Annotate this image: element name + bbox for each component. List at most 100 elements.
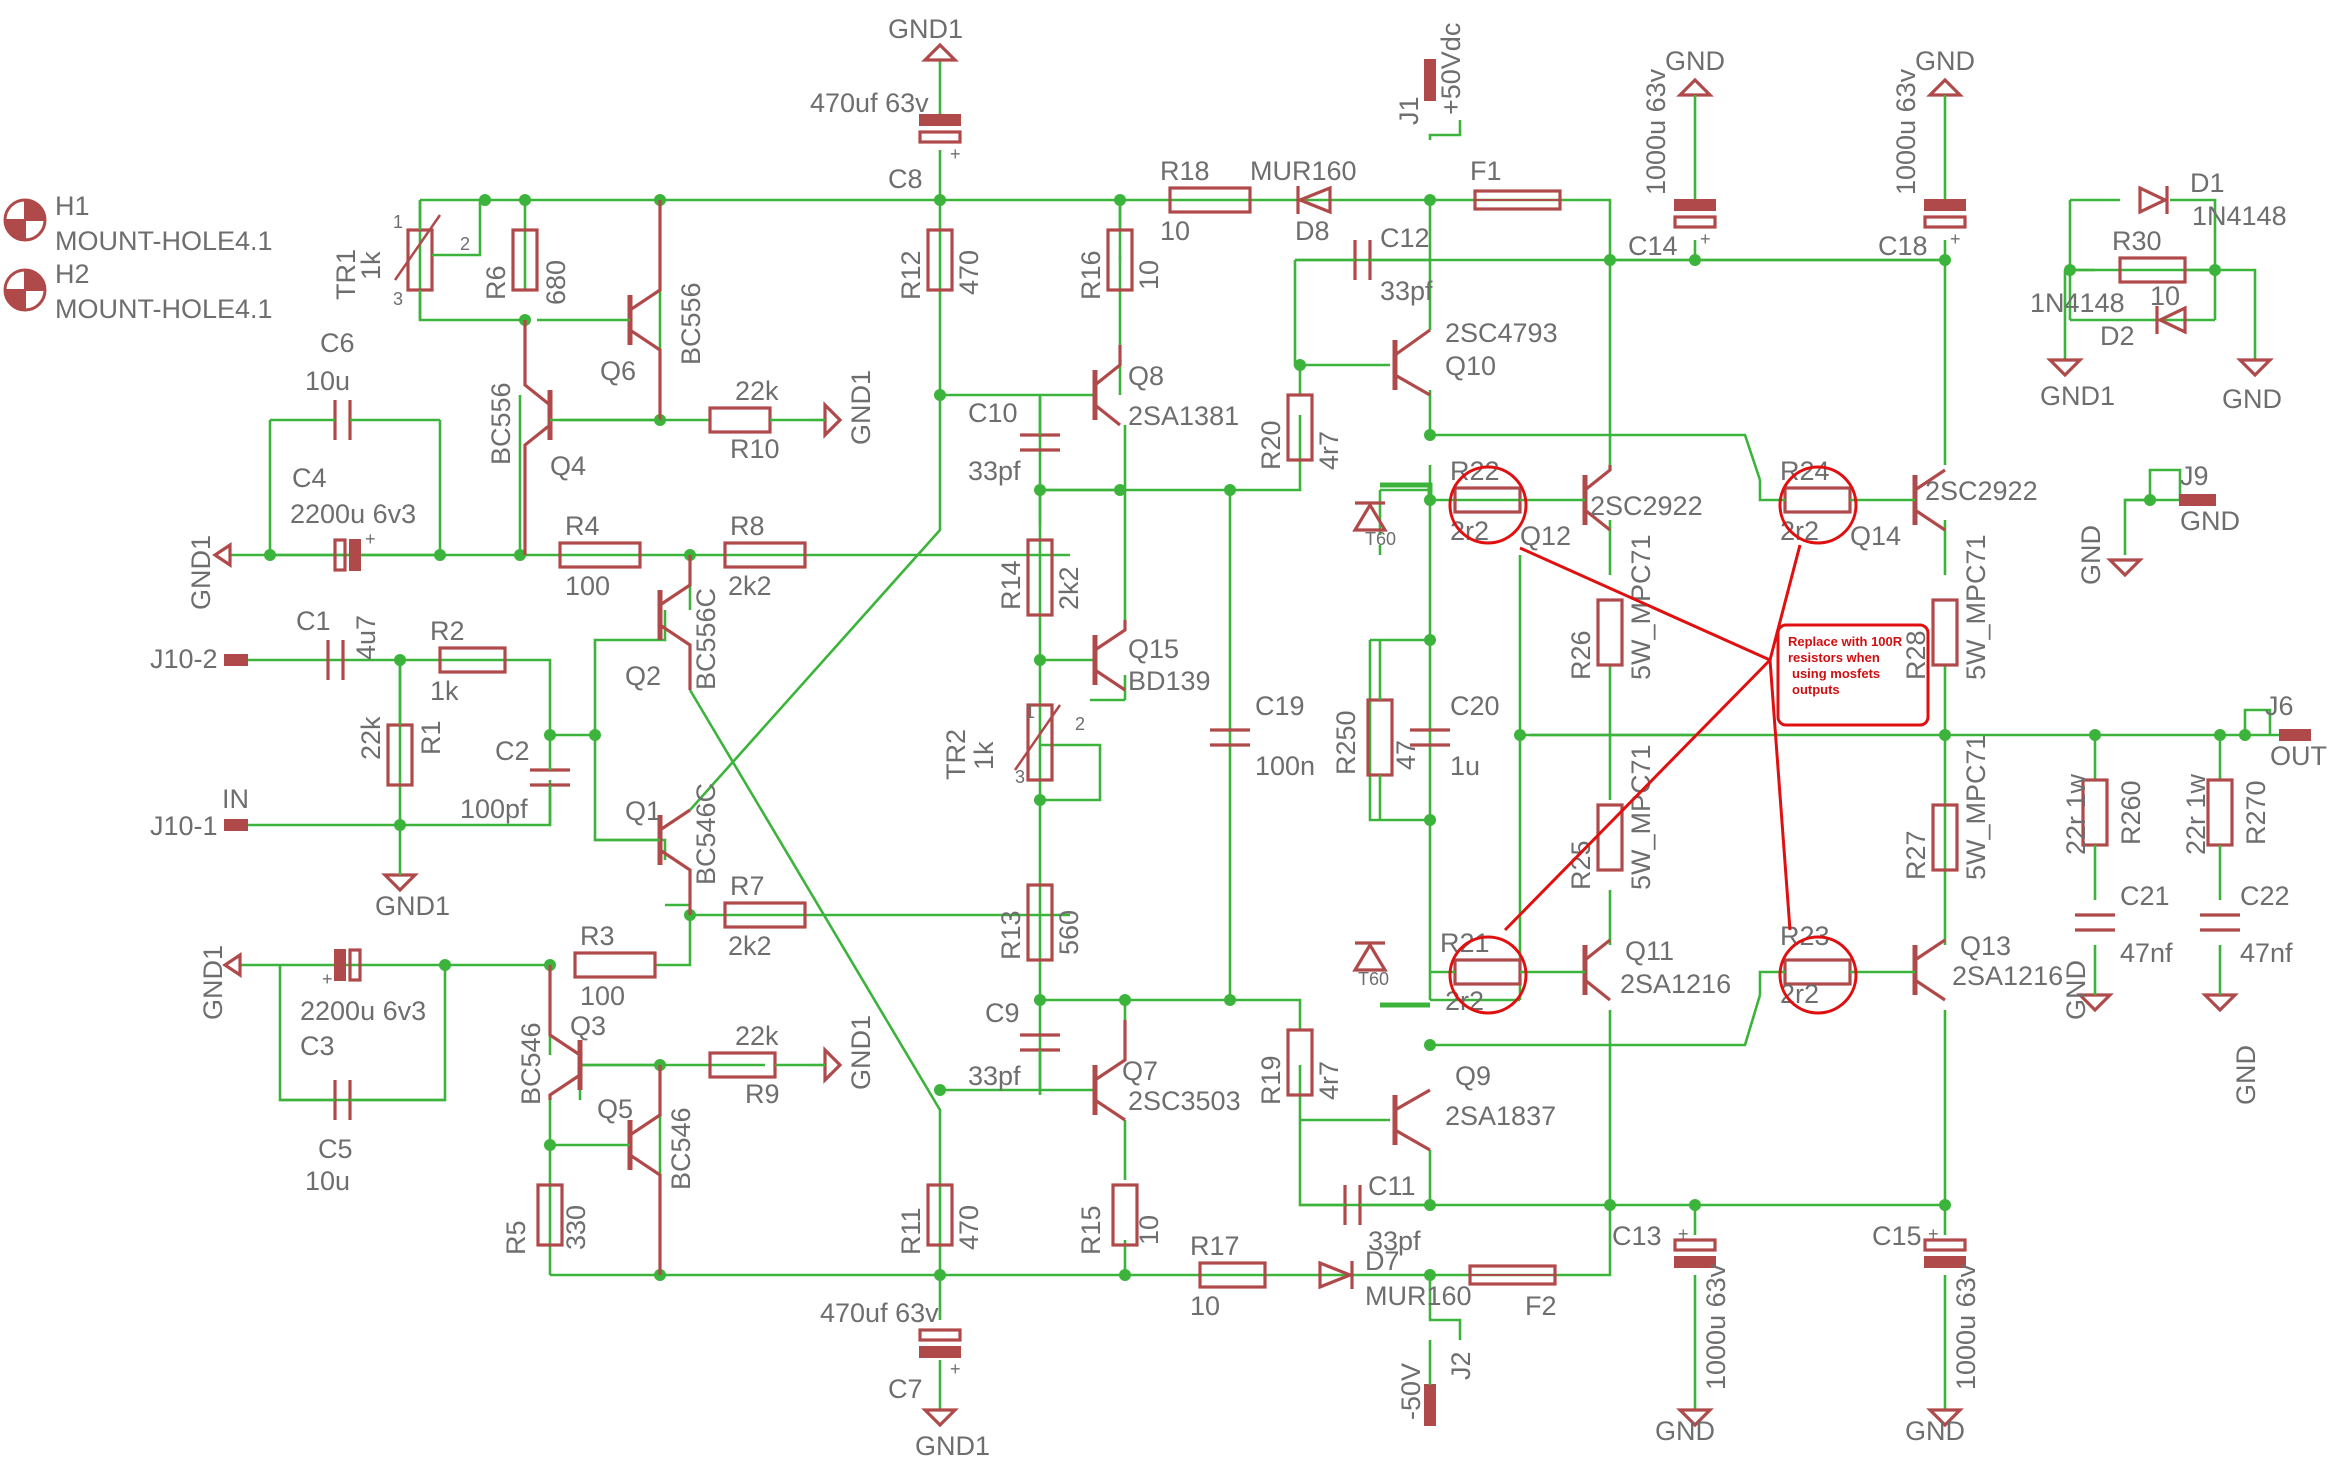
- svg-text:Q11: Q11: [1625, 936, 1674, 966]
- capacitor-c13: + C13 1000u 63v: [1612, 1221, 1731, 1390]
- svg-text:+: +: [950, 144, 961, 164]
- svg-text:680: 680: [541, 260, 571, 305]
- svg-text:560: 560: [1054, 910, 1084, 955]
- svg-text:2k2: 2k2: [1054, 566, 1084, 610]
- svg-text:J9: J9: [2180, 461, 2209, 491]
- svg-text:100pf: 100pf: [460, 794, 528, 824]
- connector-j10-1: J10-1 IN: [150, 784, 249, 841]
- transistor-q8: Q8 2SA1381: [1092, 345, 1239, 431]
- svg-text:47nf: 47nf: [2240, 938, 2293, 968]
- svg-text:Q7: Q7: [1122, 1056, 1158, 1086]
- svg-text:2SC2922: 2SC2922: [1925, 476, 2038, 506]
- svg-text:C1: C1: [296, 606, 331, 636]
- capacitor-c12: C12 33pf: [1295, 223, 1433, 306]
- gnd1-r9: GND1: [810, 1015, 876, 1090]
- svg-text:+: +: [1700, 229, 1711, 249]
- svg-text:R25: R25: [1566, 840, 1596, 890]
- svg-text:2SA1381: 2SA1381: [1128, 401, 1239, 431]
- svg-text:2SC4793: 2SC4793: [1445, 318, 1558, 348]
- svg-text:R1: R1: [416, 720, 446, 755]
- svg-text:C7: C7: [888, 1374, 923, 1404]
- svg-text:33pf: 33pf: [968, 1061, 1021, 1091]
- svg-text:C9: C9: [985, 998, 1020, 1028]
- svg-text:Q5: Q5: [597, 1094, 633, 1124]
- resistor-r2: R2 1k: [430, 616, 507, 706]
- resistor-r16: R16 10: [1076, 228, 1164, 300]
- svg-text:4r7: 4r7: [1314, 431, 1344, 470]
- svg-text:R26: R26: [1566, 630, 1596, 680]
- annotation-line-2: resistors when: [1788, 650, 1880, 665]
- svg-text:GND1: GND1: [888, 14, 963, 44]
- svg-text:470: 470: [954, 1205, 984, 1250]
- svg-text:10: 10: [1134, 260, 1164, 290]
- svg-text:100: 100: [565, 571, 610, 601]
- svg-text:C10: C10: [968, 398, 1018, 428]
- capacitor-c3: + 2200u 6v3 C3: [300, 948, 426, 1061]
- svg-text:D2: D2: [2100, 321, 2135, 351]
- svg-text:3: 3: [393, 289, 403, 309]
- zener-upper: T60: [1352, 501, 1396, 549]
- svg-text:R11: R11: [896, 1207, 926, 1255]
- svg-text:TR1: TR1: [331, 249, 361, 300]
- svg-text:5W_MPC71: 5W_MPC71: [1626, 744, 1656, 890]
- transistor-q6: Q6 BC556: [537, 200, 706, 420]
- svg-text:+: +: [1950, 229, 1961, 249]
- resistor-r12: R12 470: [896, 228, 984, 300]
- annotation-line-1: Replace with 100R: [1788, 634, 1903, 649]
- transistor-q1: Q1 BC546C: [595, 783, 721, 915]
- svg-text:J1: J1: [1394, 96, 1424, 125]
- svg-text:Q10: Q10: [1445, 351, 1496, 381]
- resistor-r11: R11 470: [896, 1183, 984, 1255]
- svg-text:R27: R27: [1901, 830, 1931, 880]
- resistor-r6: R6 680: [481, 228, 571, 305]
- connector-j9: J9: [2180, 461, 2209, 491]
- resistor-r25: R25 5W_MPC71: [1566, 744, 1656, 890]
- gnd-d1d2: GND: [2222, 358, 2282, 414]
- svg-text:+: +: [1678, 1224, 1689, 1244]
- transistor-q14: 2SC2922 Q14: [1850, 468, 2038, 551]
- svg-text:GND1: GND1: [846, 370, 876, 445]
- capacitor-c19: C19 100n: [1210, 691, 1315, 781]
- svg-text:22k: 22k: [735, 376, 779, 406]
- transistor-q7: Q7 2SC3503: [1092, 1020, 1241, 1122]
- svg-text:C8: C8: [888, 164, 923, 194]
- svg-text:330: 330: [561, 1205, 591, 1250]
- gnd-c14: GND: [1665, 46, 1725, 120]
- capacitor-c5: C5 10u: [280, 1080, 445, 1196]
- svg-text:5W_MPC71: 5W_MPC71: [1961, 534, 1991, 680]
- resistor-r13: R13 560: [996, 883, 1084, 962]
- svg-text:J10-2: J10-2: [150, 644, 218, 674]
- svg-text:R12: R12: [896, 250, 926, 300]
- svg-text:4u7: 4u7: [351, 615, 381, 660]
- svg-text:GND: GND: [1915, 46, 1975, 76]
- svg-text:1k: 1k: [356, 251, 386, 280]
- gnd-j9-right: GND: [2179, 494, 2240, 536]
- svg-text:R5: R5: [501, 1220, 531, 1255]
- diode-d7: D7 MUR160: [1318, 1246, 1472, 1311]
- mount-hole-h2: H2 MOUNT-HOLE4.1: [3, 259, 273, 324]
- svg-text:R7: R7: [730, 871, 765, 901]
- capacitor-c6: C6 10u: [270, 328, 440, 440]
- svg-text:22r 1w: 22r 1w: [2181, 773, 2211, 855]
- resistor-r8: R8 2k2: [723, 511, 807, 601]
- resistor-r3: R3 100: [573, 921, 657, 1011]
- gnd1-d1d2: GND1: [2040, 358, 2115, 411]
- svg-text:R2: R2: [430, 616, 465, 646]
- svg-text:BC556C: BC556C: [691, 588, 721, 690]
- capacitor-c9: C9 33pf: [968, 998, 1060, 1091]
- gnd-c22: GND: [2201, 945, 2261, 1105]
- svg-text:J10-1: J10-1: [150, 811, 218, 841]
- transistor-q15: Q15 BD139: [1092, 620, 1211, 696]
- resistor-r260: 22r 1w R260: [2061, 773, 2146, 900]
- svg-text:R8: R8: [730, 511, 765, 541]
- fuse-f1: F1: [1470, 156, 1562, 211]
- svg-text:T60: T60: [1365, 529, 1396, 549]
- resistor-r1: 22k R1: [356, 660, 446, 787]
- svg-text:F1: F1: [1470, 156, 1502, 186]
- svg-text:Q13: Q13: [1960, 931, 2011, 961]
- svg-text:GND1: GND1: [186, 535, 216, 610]
- trimmer-tr1: TR1 1k 1 2 3: [331, 200, 482, 320]
- svg-text:R260: R260: [2116, 780, 2146, 845]
- svg-text:33pf: 33pf: [1368, 1226, 1421, 1256]
